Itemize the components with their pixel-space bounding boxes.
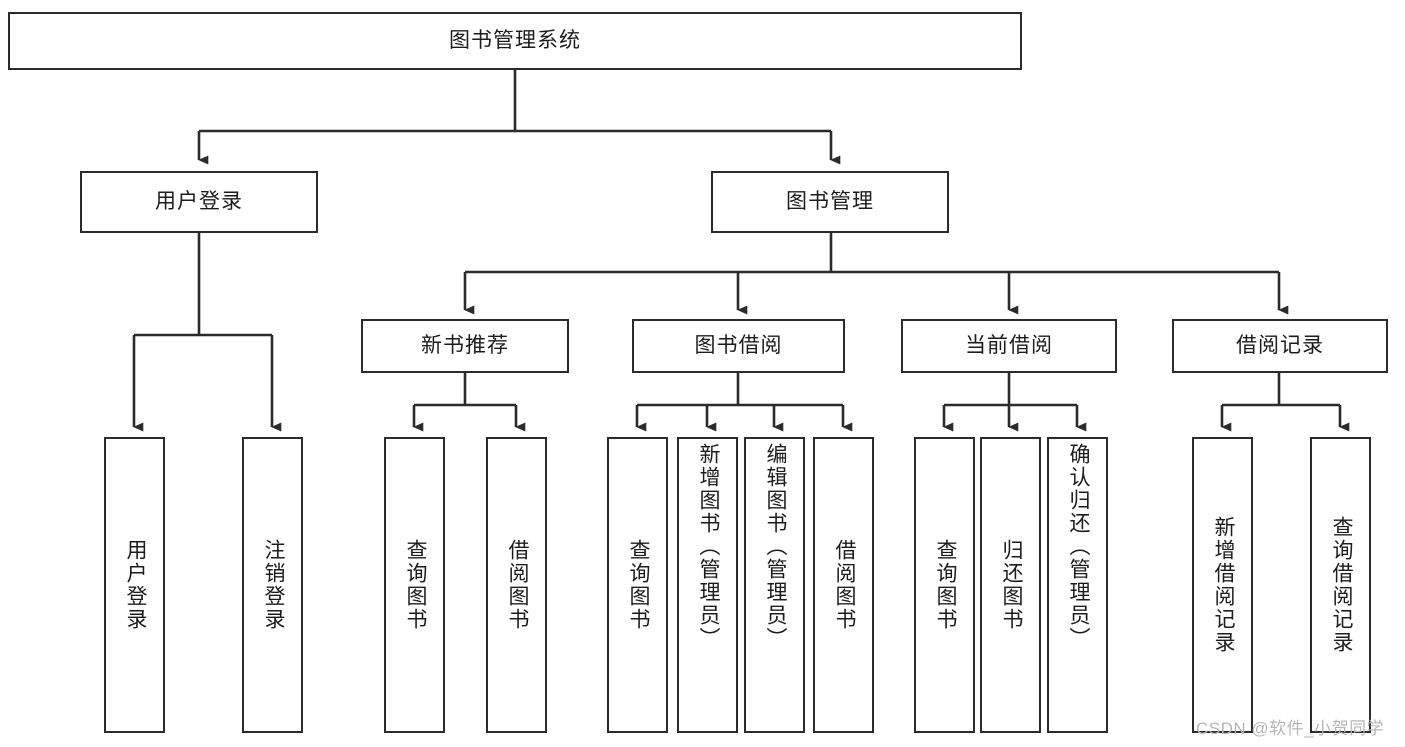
leaf-user-login-logout[interactable]: 注销登录 xyxy=(242,437,303,733)
leaf-user-login-login[interactable]: 用户登录 xyxy=(104,437,165,733)
node-borrow-record[interactable]: 借阅记录 xyxy=(1172,319,1388,373)
leaf-label: 借阅图书 xyxy=(832,539,856,631)
leaf-book-borrow-query-book[interactable]: 查询图书 xyxy=(607,437,668,733)
csdn-watermark: CSDN @软件_小贺同学 xyxy=(1196,719,1385,738)
leaf-label: 注销登录 xyxy=(261,539,285,631)
node-label: 图书借阅 xyxy=(694,333,783,357)
leaf-current-borrow-query-book[interactable]: 查询图书 xyxy=(914,437,975,733)
node-label: 借阅记录 xyxy=(1236,333,1324,357)
leaf-label: 借阅图书 xyxy=(505,539,529,631)
leaf-book-borrow-edit-book-admin[interactable]: 编辑图书（管理员） xyxy=(744,437,805,733)
leaf-label: 编辑图书（管理员） xyxy=(763,443,787,650)
leaf-book-borrow-add-book-admin[interactable]: 新增图书（管理员） xyxy=(677,437,738,733)
node-book-management[interactable]: 图书管理 xyxy=(711,171,949,233)
leaf-label: 查询图书 xyxy=(933,539,957,631)
leaf-label: 查询借阅记录 xyxy=(1329,516,1353,654)
node-new-book-recommend[interactable]: 新书推荐 xyxy=(361,319,569,373)
node-label: 新书推荐 xyxy=(421,333,509,357)
leaf-current-borrow-return-book[interactable]: 归还图书 xyxy=(980,437,1041,733)
leaf-label: 新增借阅记录 xyxy=(1211,516,1235,654)
leaf-new-book-query-book[interactable]: 查询图书 xyxy=(384,437,445,733)
leaf-label: 新增图书（管理员） xyxy=(696,443,720,650)
node-label: 图书管理系统 xyxy=(449,28,581,52)
leaf-new-book-borrow-book[interactable]: 借阅图书 xyxy=(486,437,547,733)
node-label: 当前借阅 xyxy=(965,333,1053,357)
node-book-borrow[interactable]: 图书借阅 xyxy=(632,319,845,373)
leaf-label: 查询图书 xyxy=(626,539,650,631)
leaf-book-borrow-borrow-book[interactable]: 借阅图书 xyxy=(813,437,874,733)
node-user-login[interactable]: 用户登录 xyxy=(80,171,318,233)
node-label: 图书管理 xyxy=(786,189,874,213)
node-label: 用户登录 xyxy=(155,189,243,213)
leaf-borrow-record-query-record[interactable]: 查询借阅记录 xyxy=(1310,437,1371,733)
leaf-borrow-record-add-record[interactable]: 新增借阅记录 xyxy=(1192,437,1253,733)
node-root-book-management-system[interactable]: 图书管理系统 xyxy=(8,12,1022,70)
leaf-label: 归还图书 xyxy=(999,539,1023,631)
leaf-label: 用户登录 xyxy=(123,539,147,631)
leaf-label: 查询图书 xyxy=(403,539,427,631)
node-current-borrow[interactable]: 当前借阅 xyxy=(901,319,1117,373)
leaf-label: 确认归还（管理员） xyxy=(1066,443,1090,650)
leaf-current-borrow-confirm-return-admin[interactable]: 确认归还（管理员） xyxy=(1047,437,1108,733)
